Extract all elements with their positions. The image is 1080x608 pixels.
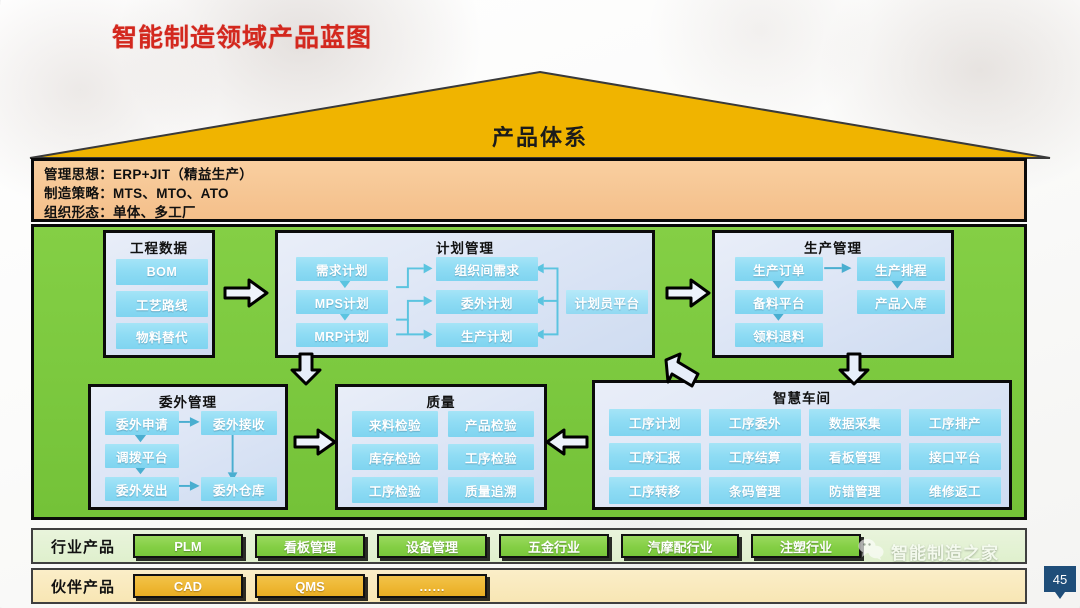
panel-planning-management[interactable]: 计划管理 需求计划 MPS计划 MRP计划 组织间需求 委外计划 生产计划 计划… <box>275 230 655 358</box>
partner-chip-more[interactable]: …… <box>377 574 487 598</box>
industry-chip-auto-parts[interactable]: 汽摩配行业 <box>621 534 739 558</box>
cell-barcode-management[interactable]: 条码管理 <box>709 477 801 504</box>
cell-bom[interactable]: BOM <box>116 259 208 285</box>
page-number-badge: 45 <box>1044 566 1076 599</box>
panel-title-engineering: 工程数据 <box>130 241 188 256</box>
cell-inter-org-demand[interactable]: 组织间需求 <box>436 257 538 281</box>
industry-chip-kanban[interactable]: 看板管理 <box>255 534 365 558</box>
cell-process-route[interactable]: 工艺路线 <box>116 291 208 317</box>
strategy-line-3: 组织形态：单体、多工厂 <box>44 205 196 220</box>
partner-chip-qms[interactable]: QMS <box>255 574 365 598</box>
cell-process-transfer[interactable]: 工序转移 <box>609 477 701 504</box>
cell-production-order[interactable]: 生产订单 <box>735 257 823 281</box>
cell-production-plan[interactable]: 生产计划 <box>436 323 538 347</box>
cell-material-substitute[interactable]: 物料替代 <box>116 323 208 349</box>
cell-process-report[interactable]: 工序汇报 <box>609 443 701 470</box>
cell-kanban-management[interactable]: 看板管理 <box>809 443 901 470</box>
watermark-text: 智能制造之家 <box>891 544 999 563</box>
arrow-diagonal-workshop-to-production <box>662 352 704 390</box>
panel-title-outsourcing: 委外管理 <box>159 395 217 410</box>
cell-interface-platform[interactable]: 接口平台 <box>909 443 1001 470</box>
cell-demand-plan[interactable]: 需求计划 <box>296 257 388 281</box>
cell-incoming-inspection[interactable]: 来料检验 <box>352 411 438 437</box>
cell-process-scheduling[interactable]: 工序排产 <box>909 409 1001 436</box>
watermark: 智能制造之家 <box>858 538 999 565</box>
panel-title-production: 生产管理 <box>804 241 862 256</box>
panel-title-workshop: 智慧车间 <box>773 391 831 406</box>
arrow-down-planning-to-outsourcing <box>290 352 322 386</box>
arrow-down-production-to-workshop <box>838 352 870 386</box>
cell-process-settlement[interactable]: 工序结算 <box>709 443 801 470</box>
cell-product-inspection[interactable]: 产品检验 <box>448 411 534 437</box>
industry-chip-equipment[interactable]: 设备管理 <box>377 534 487 558</box>
arrow-right-planning-to-production <box>665 278 711 308</box>
industry-chip-injection[interactable]: 注塑行业 <box>751 534 861 558</box>
panel-quality[interactable]: 质量 来料检验 库存检验 工序检验 产品检验 工序检验 质量追溯 <box>335 384 547 510</box>
panel-smart-workshop[interactable]: 智慧车间 工序计划 工序委外 数据采集 工序排产 工序汇报 工序结算 看板管理 … <box>592 380 1012 510</box>
strategy-band: 管理思想：ERP+JIT（精益生产） 制造策略：MTS、MTO、ATO 组织形态… <box>31 158 1027 222</box>
strategy-line-1: 管理思想：ERP+JIT（精益生产） <box>44 167 254 182</box>
cell-repair-rework[interactable]: 维修返工 <box>909 477 1001 504</box>
cell-planner-platform[interactable]: 计划员平台 <box>566 290 648 314</box>
partner-chip-cad[interactable]: CAD <box>133 574 243 598</box>
roof-label: 产品体系 <box>491 125 588 150</box>
cell-production-scheduling[interactable]: 生产排程 <box>857 257 945 281</box>
cell-outsourcing-receipt[interactable]: 委外接收 <box>201 411 277 435</box>
cell-outsourcing-issue[interactable]: 委外发出 <box>105 477 179 501</box>
partner-products-label: 伙伴产品 <box>50 578 115 596</box>
partner-products-row: 伙伴产品 CAD QMS …… <box>31 568 1027 604</box>
cell-outsourcing-warehouse[interactable]: 委外仓库 <box>201 477 277 501</box>
industry-products-row: 行业产品 PLM 看板管理 设备管理 五金行业 汽摩配行业 注塑行业 <box>31 528 1027 564</box>
panel-engineering-data[interactable]: 工程数据 BOM 工艺路线 物料替代 <box>103 230 215 358</box>
panel-title-planning: 计划管理 <box>436 241 494 256</box>
cell-material-prep-platform[interactable]: 备料平台 <box>735 290 823 314</box>
page-title: 智能制造领域产品蓝图 <box>112 24 373 52</box>
industry-chip-plm[interactable]: PLM <box>133 534 243 558</box>
strategy-line-2: 制造策略：MTS、MTO、ATO <box>44 186 229 201</box>
industry-chip-hardware[interactable]: 五金行业 <box>499 534 609 558</box>
cell-material-issue-return[interactable]: 领料退料 <box>735 323 823 347</box>
wechat-icon <box>858 538 884 565</box>
cell-quality-traceability[interactable]: 质量追溯 <box>448 477 534 503</box>
cell-data-collection[interactable]: 数据采集 <box>809 409 901 436</box>
cell-process-outsourcing[interactable]: 工序委外 <box>709 409 801 436</box>
panel-title-quality: 质量 <box>426 395 456 410</box>
arrow-left-workshop-to-quality <box>545 428 589 456</box>
cell-transfer-platform[interactable]: 调拨平台 <box>105 444 179 468</box>
cell-mps-plan[interactable]: MPS计划 <box>296 290 388 314</box>
panel-outsourcing-management[interactable]: 委外管理 委外申请 调拨平台 委外发出 委外接收 委外仓库 <box>88 384 288 510</box>
cell-error-proofing[interactable]: 防错管理 <box>809 477 901 504</box>
cell-process-inspection-left[interactable]: 工序检验 <box>352 477 438 503</box>
arrow-right-engineering-to-planning <box>223 278 269 308</box>
panel-production-management[interactable]: 生产管理 生产订单 备料平台 领料退料 生产排程 产品入库 <box>712 230 954 358</box>
cell-process-inspection-right[interactable]: 工序检验 <box>448 444 534 470</box>
cell-mrp-plan[interactable]: MRP计划 <box>296 323 388 347</box>
cell-process-plan[interactable]: 工序计划 <box>609 409 701 436</box>
cell-inventory-inspection[interactable]: 库存检验 <box>352 444 438 470</box>
arrow-right-outsourcing-to-quality <box>293 428 337 456</box>
cell-product-warehousing[interactable]: 产品入库 <box>857 290 945 314</box>
industry-products-label: 行业产品 <box>50 538 115 556</box>
cell-outsourcing-request[interactable]: 委外申请 <box>105 411 179 435</box>
roof-shape: 产品体系 <box>28 70 1052 160</box>
cell-outsourcing-plan[interactable]: 委外计划 <box>436 290 538 314</box>
